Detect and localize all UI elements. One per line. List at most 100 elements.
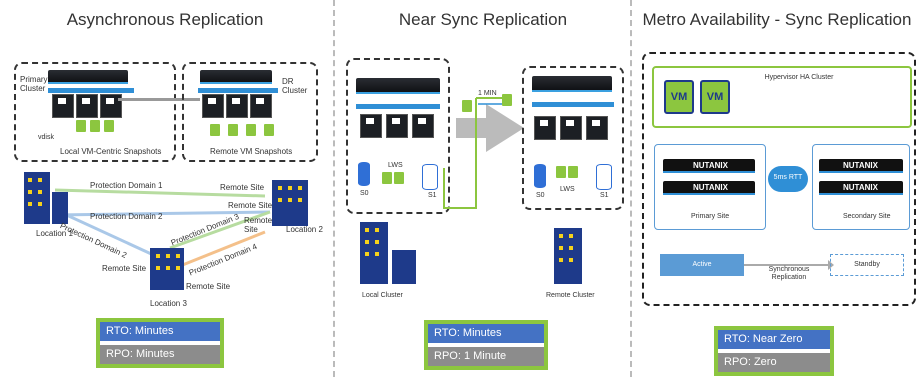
snapshot-cube xyxy=(104,120,114,132)
metro-rto: RTO: Near Zero xyxy=(718,330,830,349)
brand-label: NUTANIX xyxy=(693,161,728,170)
metro-outer-box: VM VM Hypervisor HA Cluster NUTANIX NUTA… xyxy=(642,52,916,306)
pd2-label: Protection Domain 2 xyxy=(90,212,163,221)
remote-site-label-2: Remote Site xyxy=(228,201,273,210)
s0-cylinder xyxy=(358,162,370,186)
primary-nutanix-1: NUTANIX xyxy=(663,159,755,173)
remote-site-label-1: Remote Site xyxy=(220,183,265,192)
nearsync-rpo: RPO: 1 Minute xyxy=(428,347,544,366)
location2-label: Location 2 xyxy=(286,225,323,234)
remote-node xyxy=(560,116,582,140)
async-title: Asynchronous Replication xyxy=(66,10,264,29)
primary-node-3 xyxy=(100,94,122,118)
s0-cylinder xyxy=(534,164,546,188)
snapshot-cube xyxy=(76,120,86,132)
remote-snapshot-cube xyxy=(264,124,274,136)
nearsync-rto-rpo-box: RTO: Minutes RPO: 1 Minute xyxy=(424,320,548,370)
local-node xyxy=(360,114,382,138)
s1b-label: S1 xyxy=(600,192,609,199)
nearsync-rto: RTO: Minutes xyxy=(428,324,544,343)
primary-cluster-box: Primary Cluster vdisk Local VM-Centric S… xyxy=(14,62,176,162)
primary-cluster-label: Primary Cluster xyxy=(20,75,48,93)
sync-arrow xyxy=(744,260,834,270)
dr-network-bar xyxy=(198,88,278,93)
vm1-icon: VM xyxy=(664,80,694,114)
local-cluster-building xyxy=(360,222,388,284)
brand-label: NUTANIX xyxy=(843,183,878,192)
standby-block: Standby xyxy=(830,254,904,276)
remote-cluster-label: Remote Cluster xyxy=(546,292,595,299)
nearsync-arrows xyxy=(443,97,524,209)
remote-cluster-building xyxy=(554,228,582,284)
metro-panel: Metro Availability - Sync Replication VM… xyxy=(634,0,920,377)
brand-label: NUTANIX xyxy=(693,183,728,192)
primary-node-1 xyxy=(52,94,74,118)
snapshot-cube xyxy=(90,120,100,132)
local-network-bar xyxy=(356,104,440,109)
remote-snapshot-cube xyxy=(246,124,256,136)
nearsync-title: Near Sync Replication xyxy=(398,10,568,29)
secondary-site-label: Secondary Site xyxy=(843,213,891,220)
primary-nutanix-2: NUTANIX xyxy=(663,181,755,195)
local-snapshots-label: Local VM-Centric Snapshots xyxy=(60,147,162,156)
async-panel: Asynchronous Replication Primary Cluster… xyxy=(0,0,330,377)
secondary-nutanix-2: NUTANIX xyxy=(819,181,903,195)
async-connector-line xyxy=(118,98,200,101)
hypervisor-ha-label: Hypervisor HA Cluster xyxy=(764,74,834,81)
remote-network-bar xyxy=(532,102,614,107)
dr-cluster-box: DR Cluster Remote VM Snapshots xyxy=(182,62,318,162)
hypervisor-ha-box: VM VM Hypervisor HA Cluster xyxy=(652,66,912,128)
rtt-cloud: 5ms RTT xyxy=(768,166,808,192)
remote-snapshots-label: Remote VM Snapshots xyxy=(210,147,293,156)
remote-server xyxy=(532,76,612,92)
transfer-cube xyxy=(502,94,512,106)
remote-node xyxy=(586,116,608,140)
lws2-label: LWS xyxy=(560,186,575,193)
rtt-label: 5ms RTT xyxy=(773,174,803,181)
divider-1 xyxy=(333,0,335,377)
location1-annex xyxy=(52,192,68,224)
remote-site-label-4: Remote Site xyxy=(102,264,147,273)
remote-node xyxy=(534,116,556,140)
location1-label: Location 1 xyxy=(36,229,73,238)
remote-site-label-5: Remote Site xyxy=(186,282,231,291)
s1-cylinder xyxy=(422,164,438,190)
vm2-icon: VM xyxy=(700,80,730,114)
primary-server xyxy=(48,70,128,84)
async-rto-rpo-box: RTO: Minutes RPO: Minutes xyxy=(96,318,224,368)
local-cluster-annex xyxy=(392,250,416,284)
async-rpo: RPO: Minutes xyxy=(100,345,220,364)
dr-node-2 xyxy=(226,94,248,118)
dr-node-3 xyxy=(250,94,272,118)
s1-cylinder xyxy=(596,164,612,190)
brand-label: NUTANIX xyxy=(843,161,878,170)
remote-site-label-3: Remote Site xyxy=(244,216,273,234)
protection-domain-lines xyxy=(54,188,271,268)
s0a-label: S0 xyxy=(360,190,369,197)
location1-building xyxy=(24,172,50,224)
nearsync-remote-box: S0 LWS S1 xyxy=(522,66,624,210)
primary-node-2 xyxy=(76,94,98,118)
nearsync-local-box: S0 LWS S1 xyxy=(346,58,450,214)
location2-building xyxy=(272,180,308,226)
dr-server xyxy=(200,70,272,84)
location3-building xyxy=(150,248,184,290)
metro-rto-rpo-box: RTO: Near Zero RPO: Zero xyxy=(714,326,834,376)
active-block: Active xyxy=(660,254,744,276)
s0b-label: S0 xyxy=(536,192,545,199)
nearsync-panel: Near Sync Replication S0 LWS S1 1 MIN S0… xyxy=(336,0,630,377)
local-node xyxy=(412,114,434,138)
secondary-nutanix-1: NUTANIX xyxy=(819,159,903,173)
dr-cluster-label: DR Cluster xyxy=(282,77,308,95)
interval-label: 1 MIN xyxy=(478,90,497,97)
vdisk-label: vdisk xyxy=(38,134,54,141)
s1a-label: S1 xyxy=(428,192,437,199)
location3-label: Location 3 xyxy=(150,299,187,308)
remote-snapshot-cube xyxy=(228,124,238,136)
primary-site-box: NUTANIX NUTANIX Primary Site xyxy=(654,144,766,230)
primary-site-label: Primary Site xyxy=(691,213,730,220)
sync-repl-label: Synchronous Replication xyxy=(768,266,810,281)
secondary-site-box: NUTANIX NUTANIX Secondary Site xyxy=(812,144,910,230)
metro-title: Metro Availability - Sync Replication xyxy=(642,10,912,29)
lws-cube xyxy=(394,172,404,184)
